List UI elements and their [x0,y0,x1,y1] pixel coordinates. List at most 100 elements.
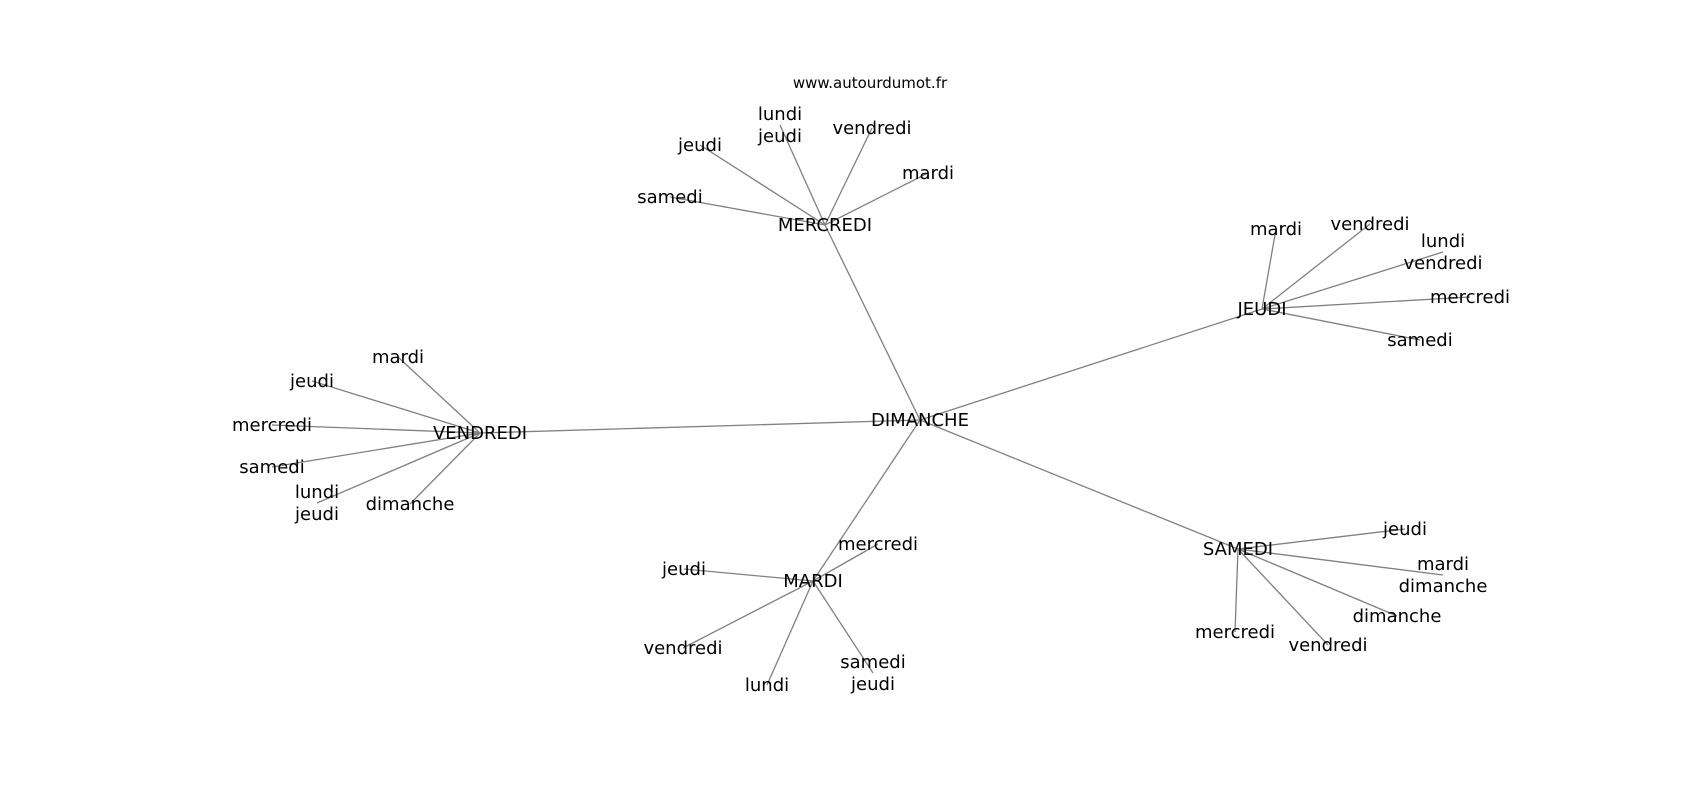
edge-vendredi-leaf-0 [397,356,481,434]
edge-jeudi-leaf-3 [1261,296,1471,310]
edge-mercredi-leaf-2 [824,127,873,226]
leaf-label-vendredi-1: jeudi [289,371,334,392]
edge-mardi-leaf-4 [812,580,874,674]
edge-mercredi-leaf-4 [669,196,826,226]
leaf-label-samedi-2-line-0: dimanche [1353,606,1442,627]
leaf-label-mercredi-1-line-1: jeudi [757,126,802,147]
leaf-label-vendredi-4-line-0: lundi [295,482,339,503]
edge-vendredi-leaf-3 [271,432,481,468]
hub-label-mercredi-line-0: MERCREDI [778,215,872,236]
edge-center-mardi [812,419,921,582]
leaf-label-mardi-0: jeudi [661,559,706,580]
edge-mercredi-leaf-1 [779,124,826,226]
leaf-label-jeudi-1: vendredi [1330,214,1409,235]
edge-center-mercredi [824,224,921,421]
leaf-label-samedi-4: mercredi [1195,622,1275,643]
leaf-label-vendredi-5-line-0: dimanche [366,494,455,515]
leaf-label-jeudi-2-line-0: lundi [1421,231,1465,252]
edge-vendredi-leaf-4 [316,432,481,504]
edge-samedi-leaf-1 [1237,548,1444,576]
leaf-label-mardi-3-line-0: lundi [745,675,789,696]
leaf-label-vendredi-0-line-0: mardi [372,347,424,368]
leaf-label-vendredi-1-line-0: jeudi [289,371,334,392]
leaf-label-mardi-2: vendredi [643,638,722,659]
edge-samedi-leaf-4 [1234,548,1239,633]
leaf-label-samedi-0-line-0: jeudi [1382,519,1427,540]
edge-jeudi-leaf-0 [1261,228,1277,310]
leaf-label-jeudi-0: mardi [1250,219,1302,240]
leaf-label-mercredi-4-line-0: samedi [637,187,702,208]
leaf-label-vendredi-0: mardi [372,347,424,368]
edge-center-jeudi [919,308,1263,421]
leaf-label-mercredi-3-line-0: mardi [902,163,954,184]
leaf-label-mardi-4-line-0: samedi [840,652,905,673]
leaf-label-samedi-4-line-0: mercredi [1195,622,1275,643]
hub-label-vendredi: VENDREDI [433,423,527,444]
edge-jeudi-leaf-4 [1261,308,1421,341]
leaf-label-vendredi-4-line-1: jeudi [294,504,339,525]
edge-center-vendredi [479,419,921,434]
center-label-line-0: DIMANCHE [871,410,969,431]
edge-jeudi-leaf-1 [1261,223,1371,310]
leaf-label-mercredi-2: vendredi [832,118,911,139]
leaf-label-mardi-2-line-0: vendredi [643,638,722,659]
edge-mardi-leaf-2 [682,580,814,649]
leaf-label-mercredi-0: jeudi [677,135,722,156]
edge-jeudi-leaf-2 [1261,251,1444,310]
leaf-label-vendredi-3-line-0: samedi [239,457,304,478]
edge-mardi-leaf-1 [812,543,879,582]
leaf-label-mercredi-4: samedi [637,187,702,208]
hub-label-mardi-line-0: MARDI [783,571,843,592]
leaf-label-samedi-3: vendredi [1288,635,1367,656]
edge-vendredi-leaf-1 [311,380,481,434]
leaf-label-mardi-1: mercredi [838,534,918,555]
hub-label-mercredi: MERCREDI [778,215,872,236]
leaf-label-mardi-3: lundi [745,675,789,696]
edge-samedi-leaf-0 [1237,528,1406,550]
leaf-label-samedi-3-line-0: vendredi [1288,635,1367,656]
leaf-label-vendredi-2-line-0: mercredi [232,415,312,436]
center-label: DIMANCHE [871,410,969,431]
leaf-label-samedi-1-line-0: mardi [1417,554,1469,575]
edge-samedi-leaf-2 [1237,548,1398,617]
leaf-label-vendredi-3: samedi [239,457,304,478]
hub-label-jeudi: JEUDI [1236,299,1286,320]
leaf-label-jeudi-4-line-0: samedi [1387,330,1452,351]
leaf-label-mercredi-1-line-0: lundi [758,104,802,125]
edge-vendredi-leaf-2 [271,424,481,434]
leaf-label-jeudi-3-line-0: mercredi [1430,287,1510,308]
hub-label-samedi: SAMEDI [1203,539,1273,560]
edge-mardi-leaf-3 [766,580,814,686]
edge-samedi-leaf-3 [1237,548,1329,646]
edge-vendredi-leaf-5 [409,432,481,505]
leaf-label-vendredi-5: dimanche [366,494,455,515]
leaf-label-jeudi-4: samedi [1387,330,1452,351]
hub-label-vendredi-line-0: VENDREDI [433,423,527,444]
leaf-label-jeudi-3: mercredi [1430,287,1510,308]
edges-group [271,124,1471,686]
leaf-label-mercredi-2-line-0: vendredi [832,118,911,139]
leaf-label-mercredi-3: mardi [902,163,954,184]
hub-label-jeudi-line-0: JEUDI [1236,299,1286,320]
leaf-label-vendredi-2: mercredi [232,415,312,436]
leaf-label-samedi-1-line-1: dimanche [1399,576,1488,597]
leaf-label-samedi-2: dimanche [1353,606,1442,627]
hub-label-mardi: MARDI [783,571,843,592]
edge-mercredi-leaf-3 [824,172,929,226]
leaf-label-jeudi-2-line-1: vendredi [1403,253,1482,274]
leaf-label-jeudi-1-line-0: vendredi [1330,214,1409,235]
leaf-label-mardi-4-line-1: jeudi [850,674,895,695]
hub-label-samedi-line-0: SAMEDI [1203,539,1273,560]
leaf-label-samedi-0: jeudi [1382,519,1427,540]
watermark-text: www.autourdumot.fr [793,74,948,92]
edge-mercredi-leaf-0 [699,144,826,226]
leaf-label-mardi-1-line-0: mercredi [838,534,918,555]
leaf-label-mardi-0-line-0: jeudi [661,559,706,580]
